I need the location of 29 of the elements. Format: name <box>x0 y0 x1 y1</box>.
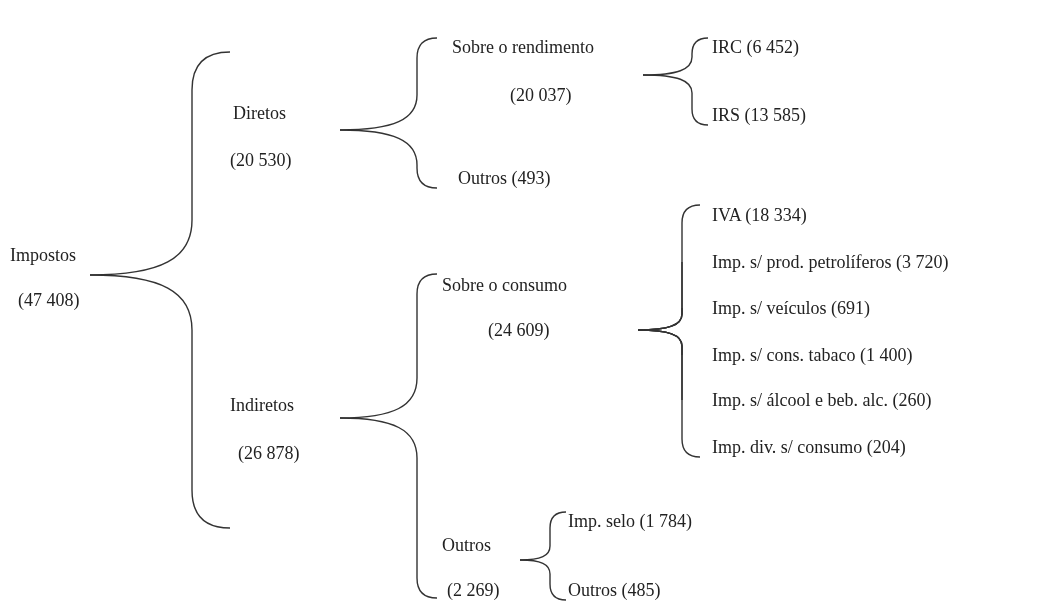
category-label: IRC (6 452) <box>712 36 799 58</box>
category-label: Outros (485) <box>568 579 661 601</box>
amount-label: (26 878) <box>238 442 300 464</box>
category-label: IRS (13 585) <box>712 104 806 126</box>
category-label: Imp. div. s/ consumo (204) <box>712 436 906 458</box>
brace-connector <box>339 129 438 189</box>
category-label: Imp. s/ prod. petrolíferos (3 720) <box>712 251 949 273</box>
category-label: Impostos <box>10 244 76 266</box>
category-label: Outros <box>442 534 491 556</box>
category-label: Indiretos <box>230 394 294 416</box>
brace-connector <box>89 274 231 529</box>
category-label: IVA (18 334) <box>712 204 807 226</box>
category-label: Imp. s/ álcool e beb. alc. (260) <box>712 389 932 411</box>
amount-label: (47 408) <box>18 289 80 311</box>
category-label: Imp. s/ veículos (691) <box>712 297 870 319</box>
category-label: Outros (493) <box>458 167 551 189</box>
brace-connector <box>637 329 701 458</box>
brace-connector <box>642 74 709 126</box>
category-label: Sobre o rendimento <box>452 36 594 58</box>
amount-label: (20 530) <box>230 149 292 171</box>
category-label: Imp. selo (1 784) <box>568 510 692 532</box>
category-label: Diretos <box>233 102 286 124</box>
brace-connector <box>339 417 438 599</box>
amount-label: (2 269) <box>447 579 500 601</box>
category-label: Imp. s/ cons. tabaco (1 400) <box>712 344 913 366</box>
amount-label: (24 609) <box>488 319 550 341</box>
brace-connector <box>519 559 567 601</box>
amount-label: (20 037) <box>510 84 572 106</box>
category-label: Sobre o consumo <box>442 274 567 296</box>
